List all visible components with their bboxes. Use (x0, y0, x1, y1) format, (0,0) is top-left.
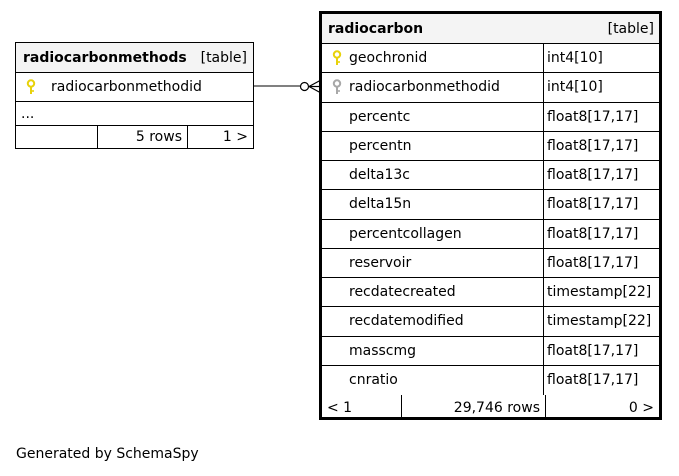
prev-link[interactable]: < 1 (327, 399, 353, 416)
column-row[interactable]: radiocarbonmethodid int4[10] (322, 73, 659, 103)
column-row[interactable]: reservoir float8[17,17] (322, 248, 659, 278)
more-columns-row: ... (16, 102, 253, 126)
column-row[interactable]: radiocarbonmethodid (16, 73, 253, 102)
column-type: float8[17,17] (543, 365, 659, 395)
column-type: float8[17,17] (543, 131, 659, 160)
column-name: percentcollagen (349, 225, 462, 242)
table-name[interactable]: radiocarbon (328, 20, 424, 37)
table-footer-row: < 1 29,746 rows 0 > (322, 395, 659, 420)
column-name: percentn (349, 137, 412, 154)
column-name: cnratio (349, 372, 398, 389)
column-type: float8[17,17] (543, 190, 659, 219)
column-type: int4[10] (543, 44, 659, 73)
column-row[interactable]: percentn float8[17,17] (322, 131, 659, 161)
column-type: float8[17,17] (543, 102, 659, 131)
column-row[interactable]: percentcollagen float8[17,17] (322, 219, 659, 249)
zero-optional-marker (299, 81, 310, 92)
column-name: delta13c (349, 167, 410, 184)
column-type: float8[17,17] (543, 161, 659, 190)
generated-by-footer[interactable]: Generated by SchemaSpy (16, 446, 199, 462)
row-count: 29,746 rows (401, 395, 545, 420)
column-name: radiocarbonmethodid (51, 79, 202, 95)
column-row[interactable]: recdatecreated timestamp[22] (322, 278, 659, 308)
column-row[interactable]: recdatemodified timestamp[22] (322, 307, 659, 337)
table-footer-row: 5 rows 1 > (16, 126, 253, 148)
foreign-key-icon (330, 73, 344, 101)
column-name: recdatecreated (349, 284, 456, 301)
primary-key-icon (24, 73, 38, 101)
table-title-row: radiocarbon [table] (322, 14, 659, 44)
column-row[interactable]: geochronid int4[10] (322, 44, 659, 74)
column-name: reservoir (349, 254, 412, 271)
ellipsis: ... (21, 105, 35, 122)
next-link[interactable]: 0 > (545, 395, 659, 420)
table-name[interactable]: radiocarbonmethods (23, 49, 187, 66)
primary-key-icon (330, 44, 344, 72)
column-type: timestamp[22] (543, 278, 659, 307)
table-type-label: [table] (607, 20, 654, 37)
column-name: masscmg (349, 342, 417, 359)
column-type: float8[17,17] (543, 248, 659, 277)
next-link[interactable]: 1 > (187, 126, 253, 148)
table-radiocarbonmethods[interactable]: radiocarbonmethods [table] radiocarbonme… (15, 42, 254, 149)
column-name: delta15n (349, 196, 412, 213)
row-count: 5 rows (97, 126, 187, 148)
table-title-row: radiocarbonmethods [table] (16, 43, 253, 73)
column-row[interactable]: masscmg float8[17,17] (322, 336, 659, 366)
column-row[interactable]: delta15n float8[17,17] (322, 190, 659, 220)
column-name: radiocarbonmethodid (349, 79, 500, 96)
column-row[interactable]: cnratio float8[17,17] (322, 365, 659, 395)
column-name: geochronid (349, 50, 428, 67)
column-name: recdatemodified (349, 313, 464, 330)
table-type-label: [table] (200, 49, 247, 66)
column-type: float8[17,17] (543, 336, 659, 365)
column-type: float8[17,17] (543, 219, 659, 248)
column-type: timestamp[22] (543, 307, 659, 336)
column-name: percentc (349, 108, 411, 125)
column-row[interactable]: delta13c float8[17,17] (322, 161, 659, 191)
column-row[interactable]: percentc float8[17,17] (322, 102, 659, 132)
column-type: int4[10] (543, 73, 659, 102)
footer-spacer (16, 126, 97, 148)
